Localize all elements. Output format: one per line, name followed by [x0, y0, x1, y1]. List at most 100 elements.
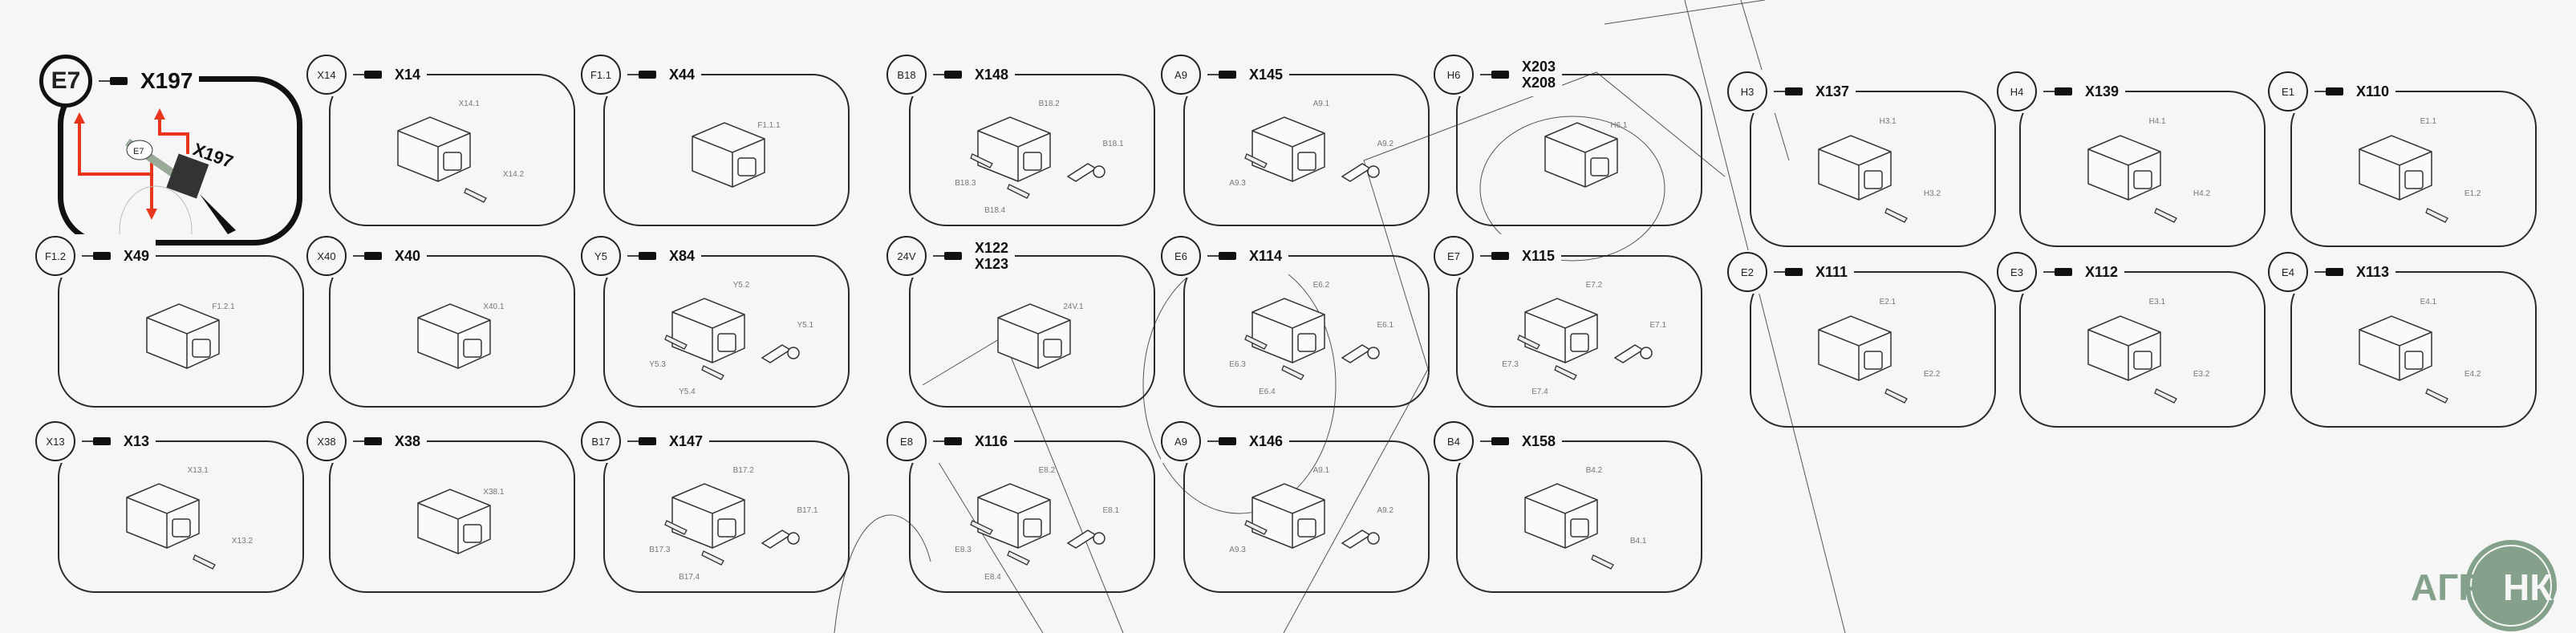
part-label: E8.2 — [1038, 466, 1056, 476]
part-illustration — [1883, 383, 1915, 411]
connector-id: X123 — [975, 256, 1009, 272]
part-label: F1.2.1 — [212, 302, 235, 311]
connector-id: X49 — [124, 248, 150, 264]
part-illustration — [663, 329, 695, 357]
part-label: B17.3 — [649, 546, 671, 555]
connector-plug-icon — [82, 436, 117, 446]
part-illustration — [2152, 202, 2185, 230]
component-tag: B18 — [886, 55, 927, 95]
part-label: E1.2 — [2464, 189, 2481, 198]
part-illustration — [660, 292, 757, 372]
part-illustration — [966, 111, 1062, 191]
connector-id: X146 — [1249, 433, 1284, 449]
part-label: H4.1 — [2148, 117, 2166, 127]
part-illustration — [1280, 359, 1312, 388]
connector-id: X122 — [975, 240, 1009, 256]
connector-id: X145 — [1249, 67, 1284, 83]
component-tag: H4 — [1997, 71, 2037, 112]
connector-id: X84 — [669, 248, 696, 264]
part-illustration — [1243, 148, 1275, 176]
part-illustration — [406, 483, 502, 563]
part-illustration — [1243, 329, 1275, 357]
part-illustration — [2152, 383, 2185, 411]
part-label: 24V.1 — [1063, 302, 1084, 311]
part-label: E2.1 — [1879, 298, 1897, 307]
part-illustration — [1807, 129, 1903, 209]
part-label: H3.2 — [1923, 189, 1941, 198]
component-tag: E1 — [2268, 71, 2308, 112]
part-illustration — [680, 116, 777, 197]
component-tag: E6 — [1161, 236, 1201, 276]
component-tag: E8 — [886, 421, 927, 461]
agronka-logo: АГРО НКА — [2411, 540, 2576, 631]
component-tag: E4 — [2268, 252, 2308, 292]
part-label: X38.1 — [483, 488, 505, 497]
component-tag: F1.2 — [35, 236, 75, 276]
part-label: E2.2 — [1923, 369, 1941, 379]
connector-id: X44 — [669, 67, 696, 83]
part-illustration — [2424, 202, 2456, 230]
part-label: E6.1 — [1377, 320, 1394, 330]
connector-id: X139 — [2085, 83, 2120, 99]
component-tag: Y5 — [581, 236, 621, 276]
part-illustration — [135, 298, 231, 378]
component-tag: X38 — [306, 421, 347, 461]
svg-text:АГРО: АГРО — [2411, 566, 2511, 608]
part-illustration — [2424, 383, 2456, 411]
connector-plug-icon — [627, 70, 663, 79]
part-label: Y5.1 — [797, 320, 814, 330]
connector-plug-icon — [353, 251, 388, 261]
connector-id: X13 — [124, 433, 150, 449]
connector-plug-icon — [627, 436, 663, 446]
connector-plug-icon — [1480, 70, 1515, 79]
part-label: E1.1 — [2420, 117, 2437, 127]
part-illustration — [1064, 154, 1112, 190]
component-tag: B4 — [1434, 421, 1474, 461]
connector-id: X111 — [1815, 264, 1848, 280]
part-illustration — [1240, 111, 1337, 191]
part-illustration — [1533, 116, 1629, 197]
connector-plug-icon — [82, 251, 117, 261]
part-label: E4.2 — [2464, 369, 2481, 379]
part-illustration — [1243, 514, 1275, 542]
connector-id: X147 — [669, 433, 704, 449]
part-label: E7.3 — [1502, 360, 1519, 370]
connector-plug-icon — [1774, 87, 1809, 96]
component-tag: E7 — [1434, 236, 1474, 276]
part-illustration — [700, 359, 732, 388]
part-illustration — [758, 335, 806, 371]
part-label: A9.3 — [1229, 179, 1246, 189]
part-illustration — [2347, 310, 2444, 390]
part-label: B18.1 — [1102, 139, 1124, 148]
part-label: E3.1 — [2148, 298, 2166, 307]
connector-plug-icon — [1480, 251, 1515, 261]
panel-header: F1.2 X49 — [35, 234, 156, 278]
part-illustration — [115, 477, 211, 558]
part-label: E7.4 — [1531, 388, 1548, 397]
part-label: B18.4 — [984, 206, 1006, 216]
panel-header: Y5 X84 — [581, 234, 702, 278]
connector-plug-icon — [933, 70, 968, 79]
part-label: B18.2 — [1038, 99, 1060, 109]
component-tag: A9 — [1161, 55, 1201, 95]
